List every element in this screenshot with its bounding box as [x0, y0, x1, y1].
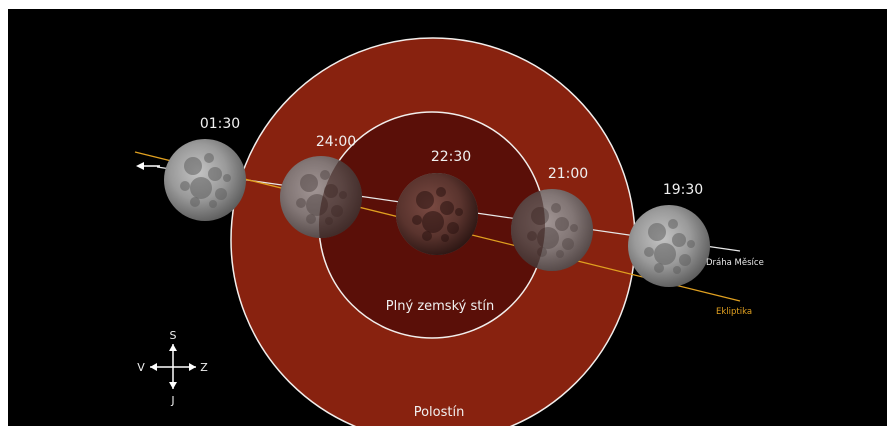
moon-path-label: Dráha Měsíce	[706, 258, 764, 268]
moon-0130	[164, 139, 246, 221]
compass-north-label: S	[170, 329, 177, 342]
umbra-label: Plný zemský stín	[386, 299, 494, 314]
moon-2100	[511, 189, 593, 271]
time-label-2230: 22:30	[431, 149, 471, 165]
compass-cross-icon	[150, 344, 196, 389]
time-label-0130: 01:30	[200, 116, 240, 132]
moon-1930	[628, 205, 710, 287]
time-label-1930: 19:30	[663, 182, 703, 198]
compass-east-label: Z	[200, 361, 208, 374]
time-label-2400: 24:00	[316, 134, 356, 150]
eclipse-diagram: 01:30 24:00 22:30 21:00 19:30 Plný zemsk…	[8, 9, 887, 426]
left-arrow-icon	[136, 162, 160, 170]
moon-2400	[280, 156, 362, 238]
moons-layer	[164, 139, 710, 287]
compass-south-label: J	[170, 394, 174, 407]
penumbra-label: Polostín	[414, 405, 465, 420]
moon-2230	[396, 173, 478, 255]
ecliptic-label: Ekliptika	[716, 307, 752, 317]
time-label-2100: 21:00	[548, 166, 588, 182]
compass-west-label: V	[137, 361, 145, 374]
eclipse-diagram-canvas: 01:30 24:00 22:30 21:00 19:30 Plný zemsk…	[134, 37, 764, 426]
